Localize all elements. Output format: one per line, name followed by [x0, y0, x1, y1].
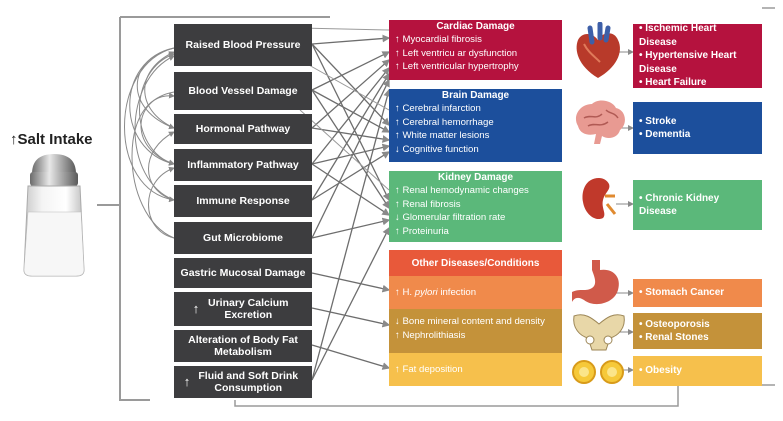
kidney-icon — [582, 178, 617, 220]
mechanism-label: Inflammatory Pathway — [187, 158, 299, 171]
outcome-item: • Stomach Cancer — [639, 287, 725, 299]
fat-outcomes-box: • Obesity — [633, 356, 762, 386]
mechanism-label: Urinary Calcium Excretion — [207, 296, 289, 321]
salt-shaker-icon — [23, 154, 85, 277]
brain-outcomes-box: • Stroke • Dementia — [633, 102, 762, 154]
brain-item: ↓ Cognitive function — [395, 143, 479, 155]
kidney-item: ↑ Proteinuria — [395, 225, 449, 237]
cardiac-outcomes-box: • Ischemic Heart Disease • Hypertensive … — [633, 23, 762, 89]
outcome-item: • Dementia — [639, 129, 691, 140]
outcome-item: • Ischemic Heart Disease — [639, 23, 717, 48]
up-arrow: ↑ — [183, 373, 191, 389]
mechanism-immune-response: Immune Response — [174, 185, 312, 217]
other-conditions-title: Other Diseases/Conditions — [411, 257, 540, 269]
bone-outcomes-box: • Osteoporosis • Renal Stones — [633, 313, 762, 349]
mechanism-hormonal-pathway: Hormonal Pathway — [174, 114, 312, 144]
outcome-item: • Obesity — [639, 365, 682, 377]
fat-cells-icon — [572, 360, 624, 384]
kidney-item: ↑ Renal hemodynamic changes — [395, 185, 529, 196]
pylori-pre: H. — [402, 286, 415, 298]
mechanism-label: Gastric Mucosal Damage — [180, 266, 306, 279]
other-conditions-header: Other Diseases/Conditions — [389, 250, 562, 276]
mechanism-label: Alteration of Body Fat Metabolism — [188, 333, 298, 358]
bone-item: ↑ Nephrolithiasis — [395, 329, 466, 341]
pylori-box: ↑ H. pylori infection — [389, 276, 562, 309]
up-arrow: ↑ — [395, 286, 400, 298]
heart-icon — [576, 22, 620, 78]
brain-damage-title: Brain Damage — [441, 90, 510, 101]
mechanism-label: Fluid and Soft Drink Consumption — [198, 369, 299, 394]
mechanism-body-fat-metabolism: Alteration of Body Fat Metabolism — [174, 330, 312, 362]
pylori-item: ↑ H. pylori infection — [395, 286, 476, 300]
brain-damage-box: Brain Damage ↑ Cerebral infarction ↑ Cer… — [389, 89, 562, 162]
mechanism-label: Gut Microbiome — [203, 231, 283, 244]
mechanism-label: Immune Response — [196, 194, 290, 207]
outcome-item: • Osteoporosis — [639, 318, 710, 330]
salt-intake-text: Salt Intake — [17, 131, 93, 148]
mechanism-gastric-mucosal-damage: Gastric Mucosal Damage — [174, 258, 312, 288]
mechanism-raised-blood-pressure: Raised Blood Pressure — [174, 24, 312, 66]
bone-box: ↓ Bone mineral content and density ↑ Nep… — [389, 309, 562, 353]
mechanism-blood-vessel-damage: Blood Vessel Damage — [174, 72, 312, 110]
outcome-item: • Chronic Kidney Disease — [639, 192, 720, 218]
outcome-item: • Stroke — [639, 115, 677, 127]
cardiac-damage-box: Cardiac Damage ↑ Myocardial fibrosis ↑ L… — [389, 20, 562, 80]
kidney-item: ↓ Glomerular filtration rate — [395, 212, 506, 223]
kidney-outcomes-box: • Chronic Kidney Disease — [633, 180, 762, 230]
outcome-item: • Renal Stones — [639, 332, 709, 343]
brain-icon — [575, 100, 625, 144]
mechanism-label: Hormonal Pathway — [195, 122, 291, 135]
kidney-damage-box: Kidney Damage ↑ Renal hemodynamic change… — [389, 171, 562, 242]
salt-intake-label: ↑Salt Intake — [10, 131, 93, 148]
mechanism-inflammatory-pathway: Inflammatory Pathway — [174, 149, 312, 181]
kidney-item: ↑ Renal fibrosis — [395, 198, 461, 210]
mechanism-gut-microbiome: Gut Microbiome — [174, 222, 312, 254]
fat-item: ↑ Fat deposition — [395, 363, 463, 375]
mechanism-urinary-calcium-excretion: ↑ Urinary Calcium Excretion — [174, 292, 312, 326]
outcome-item: • Heart Failure — [639, 77, 707, 89]
brain-item: ↑ White matter lesions — [395, 130, 490, 141]
cardiac-item: ↑ Myocardial fibrosis — [395, 34, 482, 45]
brain-item: ↑ Cerebral infarction — [395, 103, 481, 114]
cardiac-item: ↑ Left ventricular hypertrophy — [395, 61, 519, 72]
pelvis-icon — [573, 314, 625, 351]
cardiac-item: ↑ Left ventricu ar dysfunction — [395, 47, 518, 59]
outcome-item: • Hypertensive Heart Disease — [639, 50, 737, 75]
stomach-outcomes-box: • Stomach Cancer — [633, 279, 762, 307]
brain-item: ↑ Cerebral hemorrhage — [395, 116, 494, 128]
stomach-icon — [572, 260, 619, 305]
mechanism-label: Raised Blood Pressure — [185, 38, 301, 51]
up-arrow: ↑ — [10, 131, 18, 148]
bone-item: ↓ Bone mineral content and density — [395, 316, 545, 327]
mechanism-label: Blood Vessel Damage — [188, 84, 298, 97]
fat-box: ↑ Fat deposition — [389, 353, 562, 386]
pylori-post: infection — [437, 286, 477, 298]
mechanism-fluid-soft-drink: ↑ Fluid and Soft Drink Consumption — [174, 366, 312, 398]
up-arrow: ↑ — [192, 300, 200, 316]
pylori-italic: pylori — [414, 286, 438, 298]
cardiac-damage-title: Cardiac Damage — [436, 21, 515, 32]
kidney-damage-title: Kidney Damage — [437, 172, 514, 183]
